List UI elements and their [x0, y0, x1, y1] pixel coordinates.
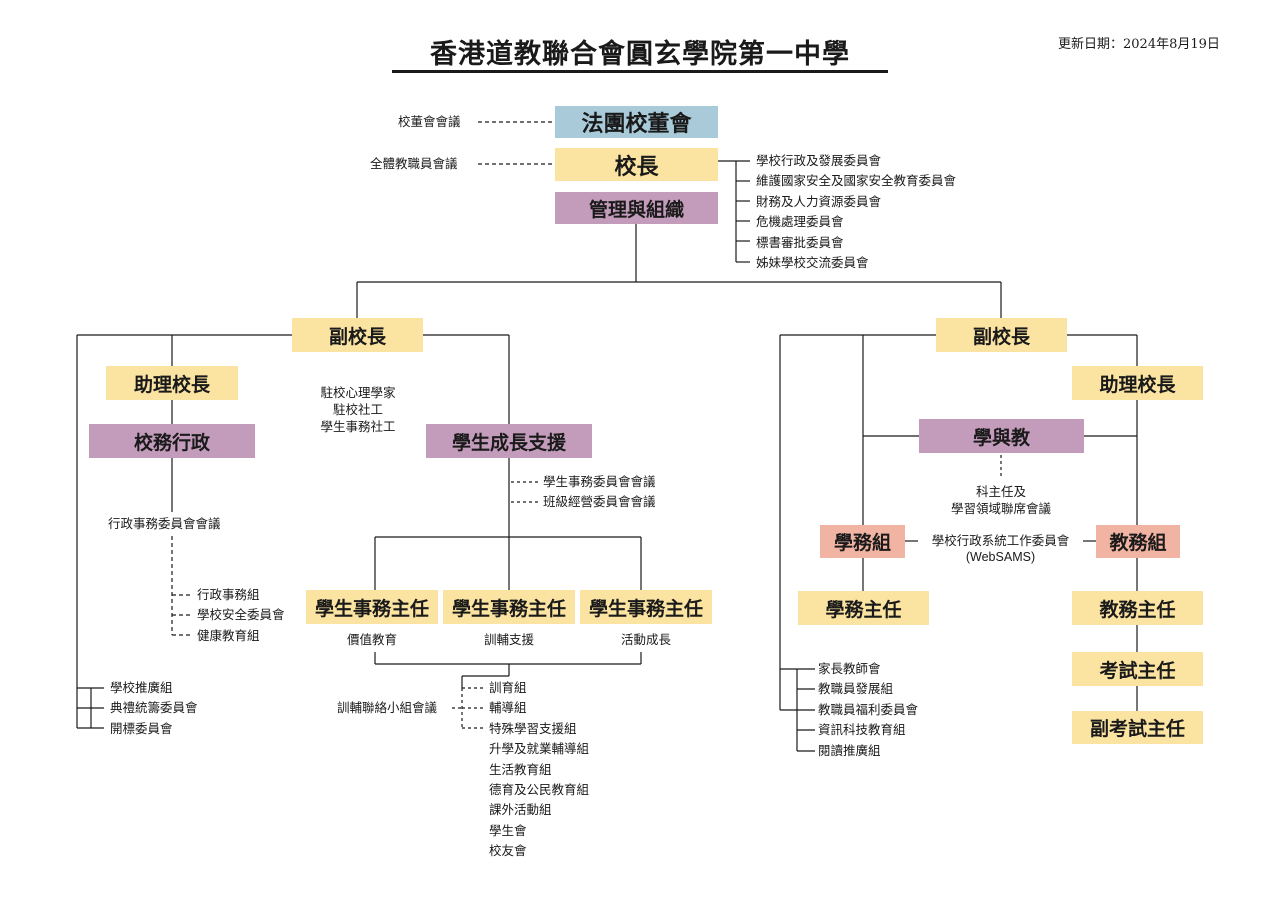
websams-label: 學校行政系統工作委員會 (WebSAMS) [918, 533, 1083, 565]
guidance-group-list: 訓育組 輔導組 特殊學習支援組 升學及就業輔導組 生活教育組 德育及公民教育組 … [489, 678, 589, 862]
right-group-item: 教職員福利委員會 [818, 701, 919, 717]
right-assistant-principal-box: 助理校長 [1072, 366, 1203, 400]
guidance-group-item: 輔導組 [489, 700, 527, 716]
school-admin-box: 校務行政 [89, 424, 255, 458]
committee-item: 維護國家安全及國家安全教育委員會 [756, 173, 957, 189]
committee-item: 危機處理委員會 [756, 214, 844, 230]
right-group-item: 教職員發展組 [818, 681, 894, 697]
other-group-item: 生活教育組 [489, 761, 552, 777]
board-meeting-label: 校董會會議 [398, 114, 461, 129]
principal-box: 校長 [555, 148, 718, 181]
academic-affairs-box: 學務組 [820, 525, 905, 558]
committee-item: 財務及人力資源委員會 [756, 193, 882, 209]
left-assistant-principal-box: 助理校長 [106, 366, 238, 400]
academic-head-box: 學務主任 [798, 591, 929, 625]
admin-meeting-label: 行政事務委員會會議 [108, 516, 221, 531]
right-group-list: 家長教師會 教職員發展組 教職員福利委員會 資訊科技教育組 閱讀推廣組 [818, 659, 918, 761]
guidance-group-item: 訓育組 [489, 680, 527, 695]
school-affairs-box: 教務組 [1096, 525, 1180, 558]
school-affairs-head-box: 教務主任 [1072, 591, 1203, 625]
title-underline [392, 70, 888, 73]
student-affairs-sub-label: 訓輔支援 [483, 632, 534, 647]
support-staff-list: 駐校心理學家 駐校社工 學生事務社工 [303, 384, 413, 435]
guidance-group-item: 特殊學習支援組 [489, 720, 577, 736]
committee-item: 標書審批委員會 [756, 234, 844, 250]
promotion-group-list: 學校推廣組 典禮統籌委員會 開標委員會 [110, 678, 198, 739]
other-group-item: 課外活動組 [489, 802, 552, 818]
websams-line: 學校行政系統工作委員會 [931, 533, 1070, 548]
admin-group-list: 行政事務組 學校安全委員會 健康教育組 [197, 585, 285, 646]
principal-committee-list: 學校行政及發展委員會 維護國家安全及國家安全教育委員會 財務及人力資源委員會 危… [756, 151, 956, 273]
student-meeting-item: 班級經營委員會會議 [543, 494, 656, 510]
page-title: 香港道教聯合會圓玄學院第一中學 [430, 39, 850, 70]
deputy-exam-head-box: 副考試主任 [1072, 711, 1203, 744]
committee-item: 學校行政及發展委員會 [756, 153, 882, 168]
right-group-item: 資訊科技教育組 [818, 722, 906, 738]
student-affairs-head-box: 學生事務主任 [306, 590, 438, 624]
admin-group-item: 學校安全委員會 [197, 607, 285, 623]
management-box: 管理與組織 [555, 192, 718, 224]
support-staff-item: 駐校心理學家 [320, 385, 396, 400]
promotion-group-item: 開標委員會 [110, 720, 173, 736]
student-growth-box: 學生成長支援 [426, 424, 592, 458]
school-board-box: 法團校董會 [555, 106, 718, 138]
admin-group-item: 健康教育組 [197, 627, 260, 643]
websams-line: (WebSAMS) [965, 550, 1036, 564]
admin-group-item: 行政事務組 [197, 587, 260, 602]
left-vice-principal-box: 副校長 [292, 318, 423, 352]
promotion-group-item: 學校推廣組 [110, 680, 173, 695]
other-group-item: 校友會 [489, 843, 527, 859]
other-group-item: 德育及公民教育組 [489, 781, 590, 797]
support-staff-item: 駐校社工 [332, 402, 383, 417]
panel-meeting-label: 科主任及 學習領域聯席會議 [930, 483, 1072, 517]
promotion-group-item: 典禮統籌委員會 [110, 700, 198, 716]
staff-meeting-label: 全體教職員會議 [370, 156, 458, 171]
student-affairs-sub-label: 活動成長 [620, 632, 671, 647]
committee-item: 姊妹學校交流委員會 [756, 254, 869, 270]
student-meeting-item: 學生事務委員會會議 [543, 474, 656, 489]
other-group-item: 學生會 [489, 822, 527, 838]
exam-head-box: 考試主任 [1072, 652, 1203, 686]
panel-meeting-line: 科主任及 [975, 484, 1026, 499]
student-affairs-sub-label: 價值教育 [346, 632, 397, 647]
update-date: 更新日期：2024年8月19日 [1058, 37, 1220, 52]
support-staff-item: 學生事務社工 [320, 419, 396, 434]
panel-meeting-line: 學習領域聯席會議 [950, 501, 1051, 516]
learning-teaching-box: 學與教 [919, 419, 1084, 453]
right-group-item: 家長教師會 [818, 661, 881, 676]
right-group-item: 閱讀推廣組 [818, 742, 881, 758]
student-affairs-head-box: 學生事務主任 [580, 590, 712, 624]
other-group-item: 升學及就業輔導組 [489, 741, 590, 757]
student-meeting-list: 學生事務委員會會議 班級經營委員會會議 [543, 472, 656, 513]
student-affairs-head-box: 學生事務主任 [443, 590, 575, 624]
right-vice-principal-box: 副校長 [936, 318, 1067, 352]
guidance-meeting-label: 訓輔聯絡小組會議 [337, 700, 438, 715]
